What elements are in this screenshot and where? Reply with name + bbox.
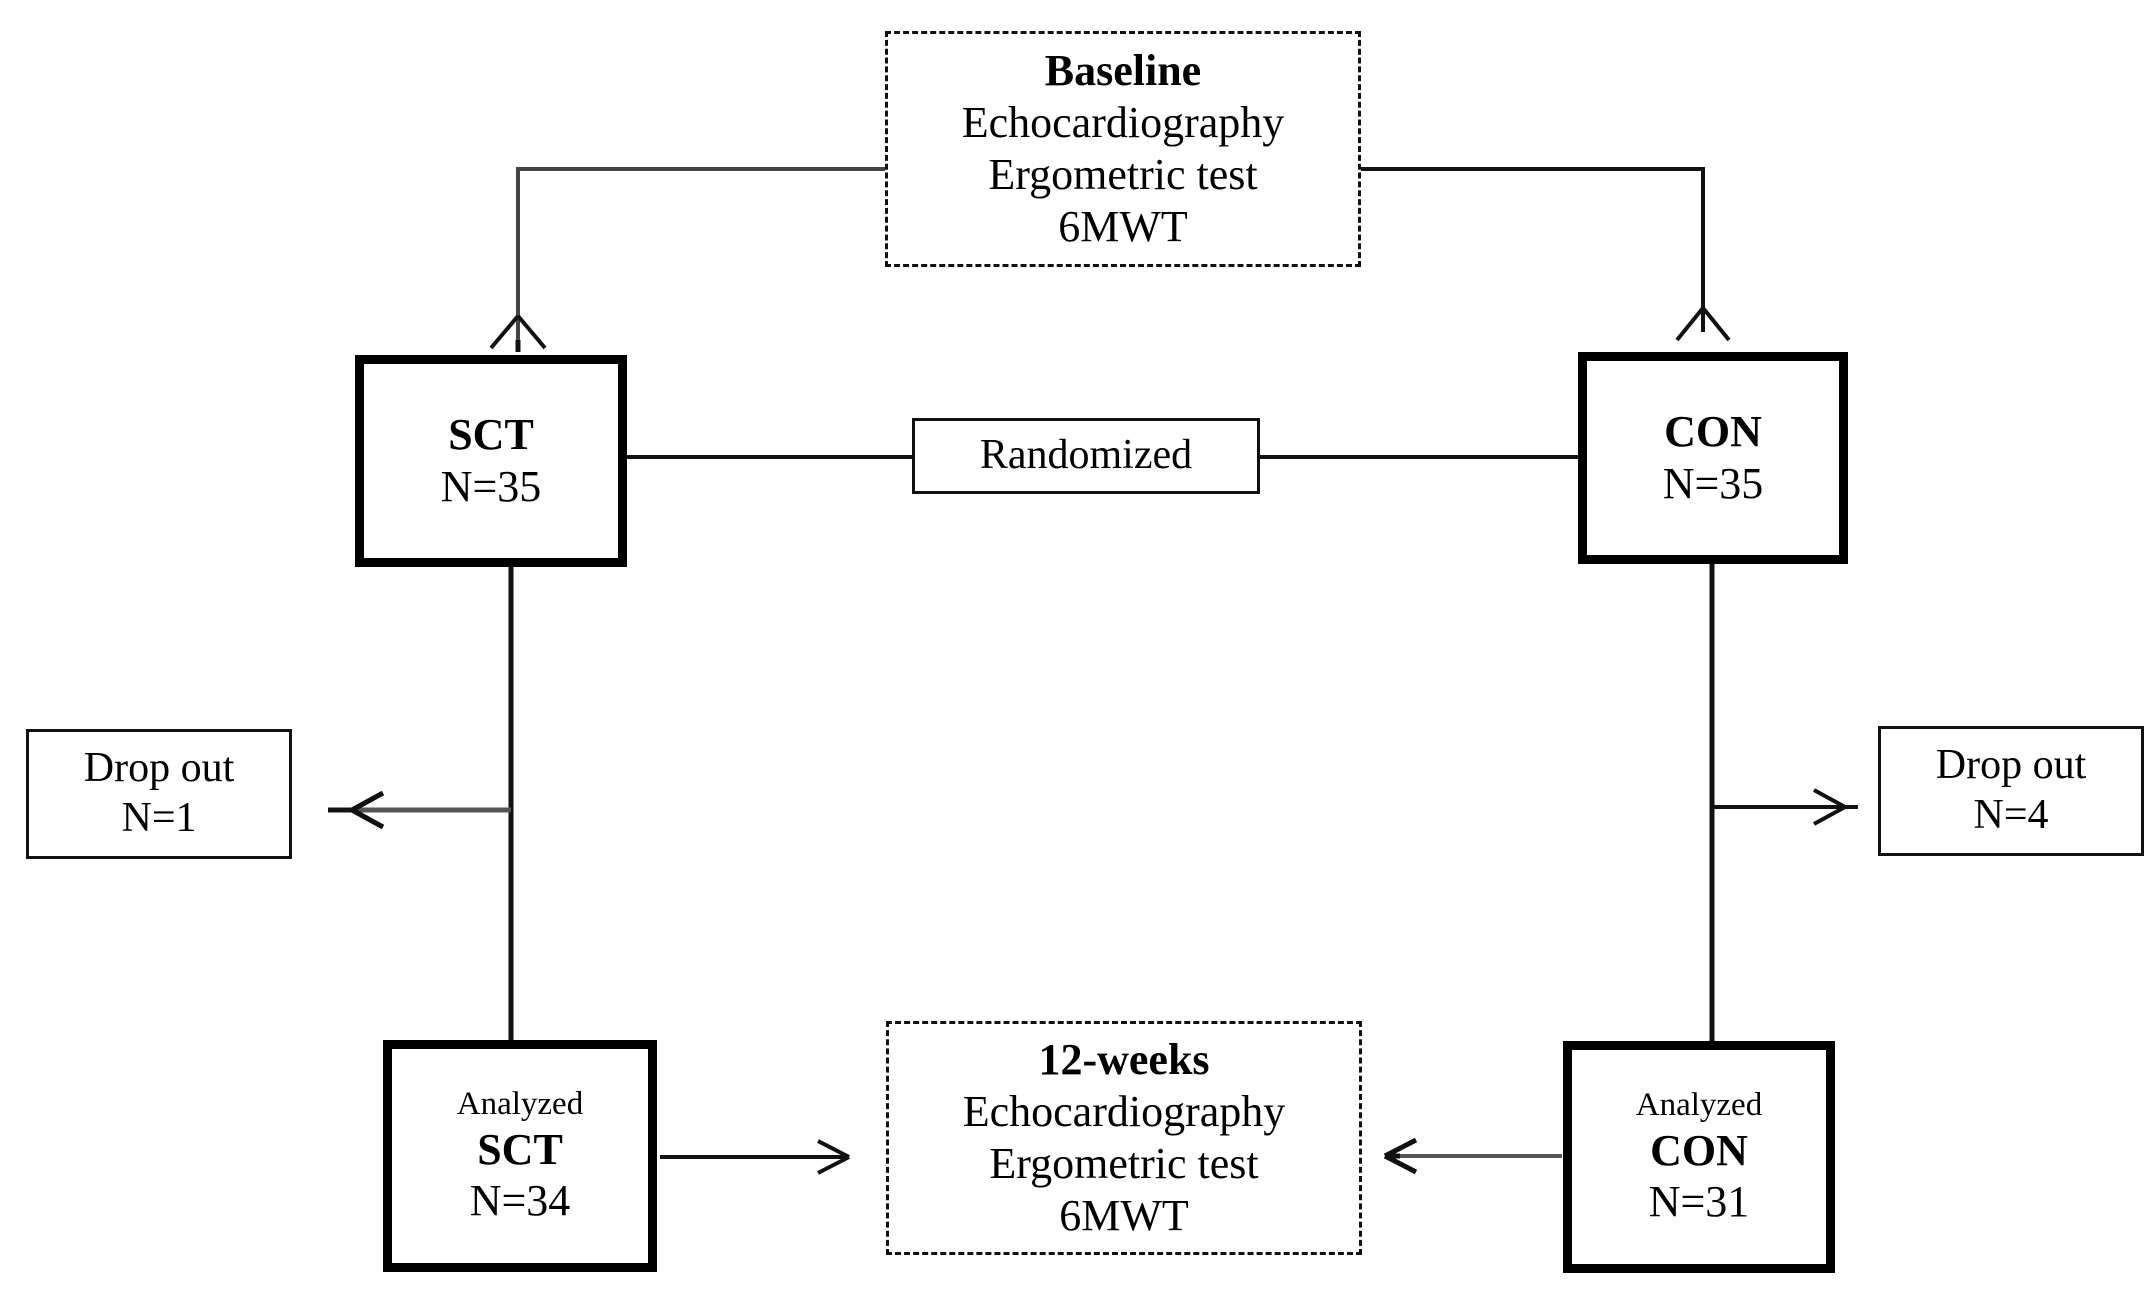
baseline-line-1: Echocardiography [961, 98, 1285, 148]
randomized-node: Randomized [912, 418, 1260, 494]
twelve-weeks-line-1: Echocardiography [962, 1087, 1286, 1137]
twelve-weeks-node: 12-weeks Echocardiography Ergometric tes… [886, 1021, 1362, 1255]
con-count: N=35 [1662, 459, 1764, 508]
analyzed-sct-title: SCT [477, 1124, 563, 1174]
sct-count: N=35 [440, 462, 542, 511]
twelve-weeks-line-2: Ergometric test [989, 1139, 1259, 1188]
analyzed-con-prefix: Analyzed [1635, 1086, 1763, 1123]
twelve-weeks-title: 12-weeks [1038, 1035, 1210, 1085]
analyzed-sct-prefix: Analyzed [456, 1085, 584, 1122]
baseline-line-3: 6MWT [1058, 201, 1188, 251]
baseline-title: Baseline [1044, 46, 1202, 96]
edge-analyzed-con-to-twelve-weeks [1383, 1137, 1562, 1175]
sct-title: SCT [448, 410, 534, 460]
baseline-node: Baseline Echocardiography Ergometric tes… [885, 31, 1361, 267]
analyzed-sct-count: N=34 [469, 1176, 571, 1226]
analyzed-sct-node: Analyzed SCT N=34 [383, 1040, 657, 1272]
randomized-label: Randomized [979, 432, 1193, 479]
analyzed-con-count: N=31 [1648, 1177, 1750, 1227]
analyzed-con-title: CON [1650, 1125, 1748, 1175]
edge-baseline-to-sct [489, 167, 885, 352]
dropout-right-title: Drop out [1935, 742, 2087, 789]
con-title: CON [1664, 407, 1762, 457]
dropout-left-node: Drop out N=1 [26, 729, 292, 859]
dropout-right-count: N=4 [1973, 792, 2049, 838]
dropout-right-node: Drop out N=4 [1878, 726, 2144, 856]
edge-sct-to-dropout-left [328, 790, 511, 830]
analyzed-con-node: Analyzed CON N=31 [1563, 1041, 1835, 1273]
dropout-left-count: N=1 [121, 795, 197, 841]
dropout-left-title: Drop out [83, 745, 235, 792]
edge-analyzed-sct-to-twelve-weeks [660, 1139, 850, 1175]
sct-group-node: SCT N=35 [355, 355, 627, 567]
edge-con-to-dropout-right [1712, 788, 1858, 826]
baseline-line-2: Ergometric test [988, 150, 1258, 199]
twelve-weeks-line-3: 6MWT [1059, 1190, 1189, 1240]
edge-baseline-to-con [1361, 167, 1731, 342]
con-group-node: CON N=35 [1578, 352, 1848, 564]
